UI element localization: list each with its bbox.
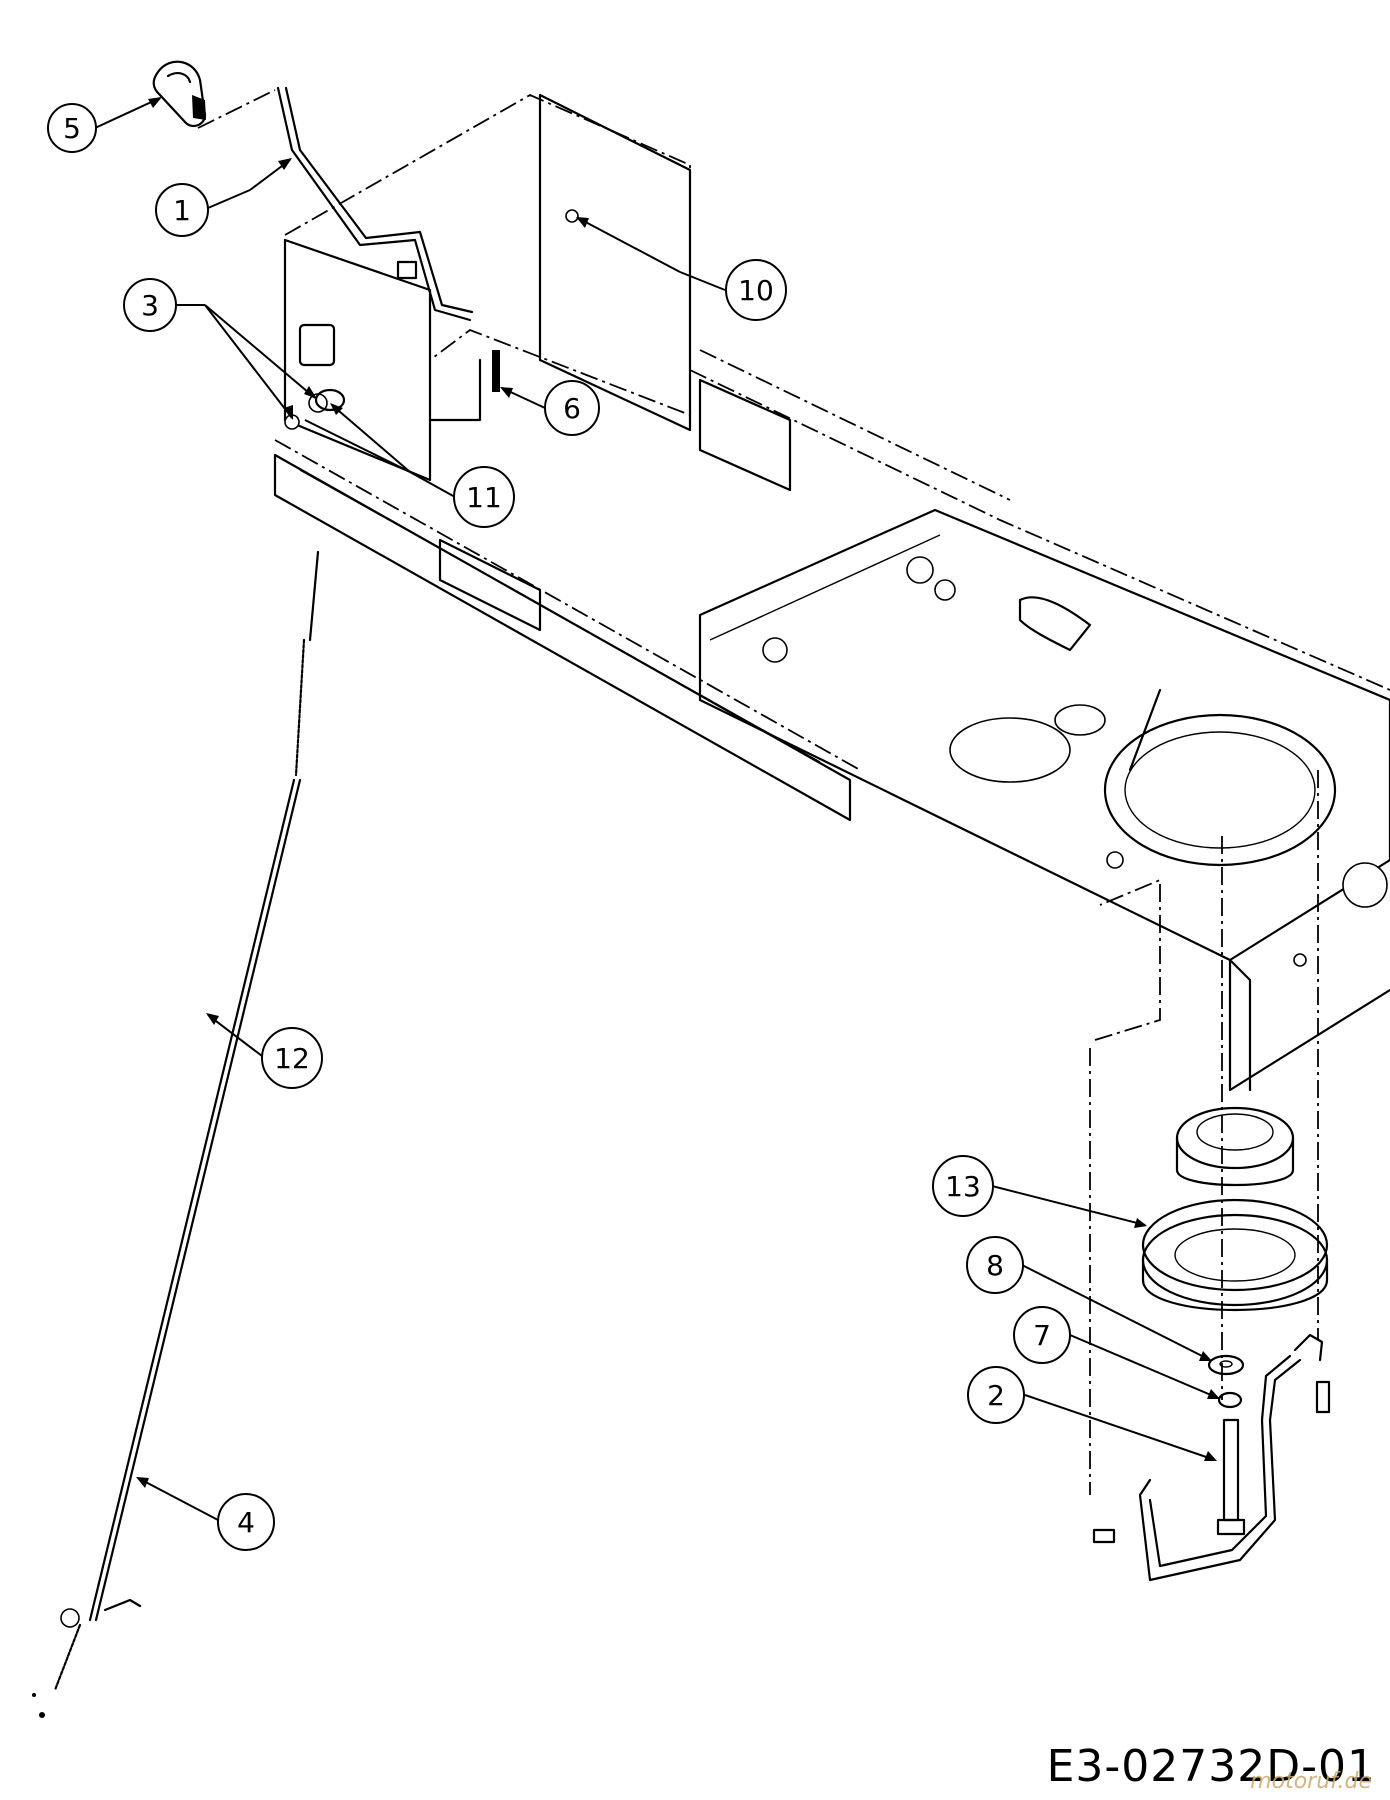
callout-10: 10 xyxy=(576,217,787,321)
part-5-knob xyxy=(152,60,276,129)
part-13-pulley xyxy=(1141,836,1329,1400)
callout-label-13: 13 xyxy=(945,1170,981,1203)
drawing-code: E3-02732D-01 xyxy=(1046,1741,1376,1792)
callout-11: 11 xyxy=(304,403,515,528)
callout-2: 2 xyxy=(967,1366,1217,1461)
part-1-lever xyxy=(276,86,474,322)
callout-label-11: 11 xyxy=(466,481,502,514)
callout-7: 7 xyxy=(1013,1306,1220,1399)
callout-label-10: 10 xyxy=(738,274,774,307)
part-3-11-hardware xyxy=(284,323,346,430)
callout-label-6: 6 xyxy=(563,392,581,425)
callout-label-8: 8 xyxy=(986,1249,1004,1282)
callout-8: 8 xyxy=(966,1236,1212,1361)
callout-label-7: 7 xyxy=(1033,1319,1051,1352)
part-7-nut xyxy=(1217,1391,1243,1409)
callout-label-4: 4 xyxy=(237,1506,255,1539)
callout-label-2: 2 xyxy=(987,1379,1005,1412)
callout-6: 6 xyxy=(500,380,600,436)
part-2-bolt xyxy=(1216,1418,1246,1536)
part-12-cable xyxy=(32,550,320,1718)
chassis-frame xyxy=(273,93,1390,1092)
callout-5: 5 xyxy=(47,97,162,153)
lower-bracket-rod xyxy=(1089,770,1331,1582)
part-8-washer xyxy=(1207,1354,1245,1376)
callout-1: 1 xyxy=(155,158,292,237)
callout-label-5: 5 xyxy=(63,112,81,145)
callout-4: 4 xyxy=(136,1477,275,1551)
callout-12: 12 xyxy=(206,1013,323,1089)
watermark-logo: motoruf.de xyxy=(1250,1769,1372,1794)
callout-label-1: 1 xyxy=(173,194,191,227)
callout-label-3: 3 xyxy=(141,289,159,322)
part-10-bolt xyxy=(565,209,579,223)
part-6-spring xyxy=(428,350,500,422)
callout-3: 3 xyxy=(123,278,317,420)
callout-label-12: 12 xyxy=(274,1042,310,1075)
callout-13: 13 xyxy=(932,1155,1147,1228)
